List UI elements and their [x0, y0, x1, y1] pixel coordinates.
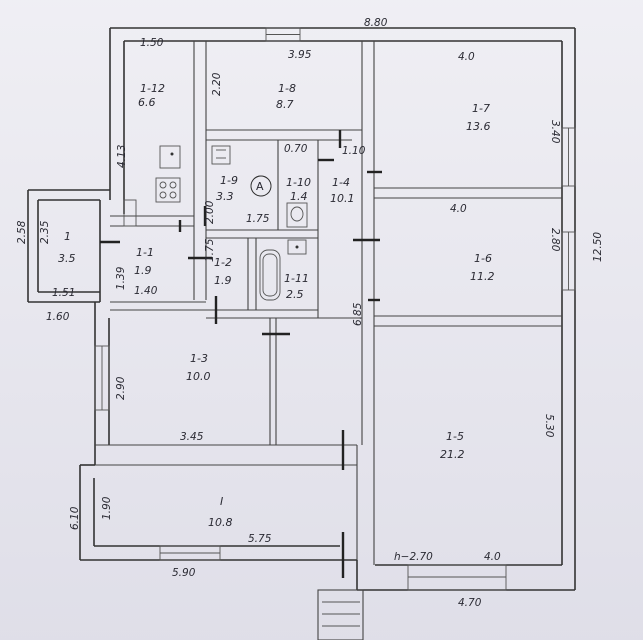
dim-porch-width-inner: 1.51 — [52, 287, 75, 299]
dim-porch-width-outer: 1.60 — [46, 311, 70, 323]
height-mark: h−2.70 — [394, 551, 433, 563]
dim-I-depth-inner: 1.90 — [101, 496, 113, 520]
dim-1-1-width: 1.40 — [134, 285, 158, 297]
room-id-1: 1 — [64, 230, 71, 243]
dim-I-depth-outer: 6.10 — [69, 506, 81, 530]
room-id-1-2: 1-2 — [214, 256, 232, 269]
dim-1-6-depth: 2.80 — [549, 228, 561, 252]
room-area-1-5: 21.2 — [440, 448, 465, 461]
dim-1-5-width-outer: 4.70 — [458, 597, 482, 609]
dim-1-8-width: 3.95 — [288, 49, 312, 61]
room-area-1-8: 8.7 — [276, 98, 294, 111]
ventilation-symbol: A — [256, 180, 264, 193]
dim-1-8-depth: 2.20 — [211, 72, 223, 96]
dim-overall-width: 8.80 — [364, 17, 388, 29]
entrance-stairs — [317, 589, 364, 640]
room-id-1-11: 1-11 — [284, 272, 309, 285]
dim-1-3-width: 3.45 — [180, 431, 204, 443]
dim-1-6-width: 4.0 — [450, 203, 467, 215]
dim-1-9-depth: 2.00 — [204, 200, 216, 224]
interior-walls — [95, 41, 562, 565]
room-area-1-3: 10.0 — [186, 370, 211, 383]
dim-1-1-depth: 1.39 — [115, 266, 127, 290]
room-area-1-1: 1.9 — [134, 264, 152, 277]
outer-walls — [27, 27, 576, 591]
bath-fixtures — [211, 145, 308, 301]
room-area-1-4: 10.1 — [330, 192, 355, 205]
dim-1-7-depth: 3.40 — [549, 120, 561, 144]
dim-I-width-inner: 5.75 — [248, 533, 272, 545]
room-area-1-11: 2.5 — [286, 288, 304, 301]
windows — [94, 27, 576, 591]
room-id-1-8: 1-8 — [278, 82, 296, 95]
room-id-1-10: 1-10 — [286, 176, 311, 189]
dim-porch-depth-outer: 2.58 — [16, 220, 28, 244]
dim-overall-height: 12.50 — [592, 232, 604, 262]
room-id-1-1: 1-1 — [136, 246, 154, 259]
dim-1-5-width-inner: 4.0 — [484, 551, 501, 563]
dim-I-width-outer: 5.90 — [172, 567, 196, 579]
room-area-I: 10.8 — [208, 516, 233, 529]
kitchen-fixtures — [155, 145, 181, 203]
room-area-1-6: 11.2 — [470, 270, 495, 283]
dim-kitchen-width: 1.50 — [140, 37, 164, 49]
room-id-1-5: 1-5 — [446, 430, 464, 443]
dim-1-5-depth: 5.30 — [543, 414, 555, 438]
dim-1-4-width: 1.10 — [342, 145, 366, 157]
room-area-1-2: 1.9 — [214, 274, 232, 287]
room-id-1-12: 1-12 — [140, 82, 165, 95]
room-area-1-7: 13.6 — [466, 120, 491, 133]
dim-1-2-depth: 1.75 — [204, 238, 216, 262]
dim-corridor-length: 6.85 — [352, 302, 364, 326]
room-area-1-12: 6.6 — [138, 96, 156, 109]
dim-1-10-width: 0.70 — [284, 143, 308, 155]
room-id-I: I — [220, 495, 223, 508]
room-area-1-9: 3.3 — [216, 190, 234, 203]
room-id-1-6: 1-6 — [474, 252, 492, 265]
door-marks — [100, 130, 382, 578]
room-id-1-3: 1-3 — [190, 352, 208, 365]
dim-1-3-depth: 2.90 — [115, 376, 127, 400]
dim-porch-depth-inner: 2.35 — [39, 220, 51, 244]
room-area-1: 3.5 — [58, 252, 76, 265]
dim-1-9-width: 1.75 — [246, 213, 270, 225]
dim-1-7-width: 4.0 — [458, 51, 475, 63]
room-id-1-4: 1-4 — [332, 176, 350, 189]
room-id-1-7: 1-7 — [472, 102, 490, 115]
room-id-1-9: 1-9 — [220, 174, 238, 187]
dim-kitchen-length: 4.13 — [116, 145, 128, 168]
room-area-1-10: 1.4 — [290, 190, 308, 203]
